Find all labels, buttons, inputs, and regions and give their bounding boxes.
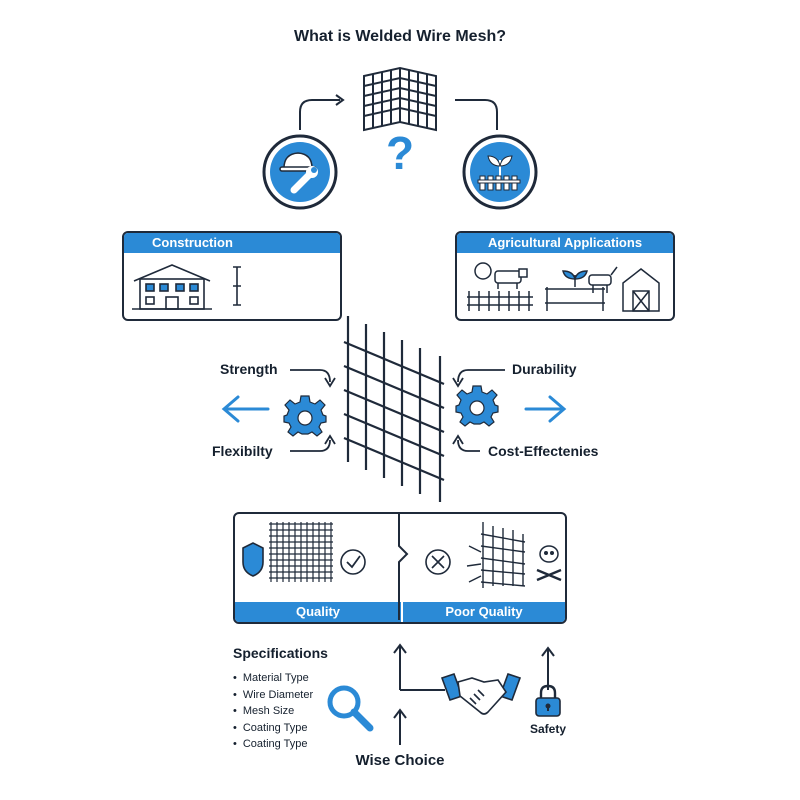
spec-item: Wire Diameter bbox=[233, 687, 313, 704]
spec-item: Coating Type bbox=[233, 736, 313, 753]
gear-icon-left bbox=[283, 395, 327, 437]
top-wire-mesh-icon bbox=[363, 66, 437, 132]
specifications-list: Material Type Wire Diameter Mesh Size Co… bbox=[233, 670, 313, 753]
spec-item: Material Type bbox=[233, 670, 313, 687]
specifications-title: Specifications bbox=[233, 645, 328, 661]
page-title: What is Welded Wire Mesh? bbox=[293, 28, 507, 45]
agriculture-plant-fence-icon bbox=[462, 134, 538, 210]
comparison-illustration bbox=[242, 512, 562, 620]
construction-tools-icon bbox=[262, 134, 338, 210]
wise-choice-label: Wise Choice bbox=[355, 752, 445, 769]
flexibility-label: Flexibilty bbox=[212, 443, 273, 459]
gear-icon-right bbox=[455, 385, 499, 427]
safety-label: Safety bbox=[529, 722, 567, 736]
spec-item: Coating Type bbox=[233, 720, 313, 737]
durability-label: Durability bbox=[512, 361, 577, 377]
agricultural-panel: Agricultural Applications bbox=[455, 231, 675, 321]
agricultural-label: Agricultural Applications bbox=[457, 233, 673, 253]
farm-fence-animals-icon bbox=[467, 262, 660, 312]
cost-effectiveness-label: Cost-Effectenies bbox=[488, 443, 599, 459]
magnifier-icon bbox=[327, 685, 374, 732]
lock-icon bbox=[535, 684, 561, 717]
question-mark-icon: ? bbox=[385, 127, 415, 179]
handshake-icon bbox=[440, 672, 522, 715]
spec-item: Mesh Size bbox=[233, 703, 313, 720]
poor-quality-label: Poor Quality bbox=[403, 602, 565, 622]
construction-label: Construction bbox=[124, 233, 340, 253]
building-icon bbox=[132, 264, 212, 310]
quality-label: Quality bbox=[235, 602, 401, 622]
center-wire-mesh-icon bbox=[343, 316, 445, 502]
measurement-icon bbox=[233, 266, 241, 306]
strength-label: Strength bbox=[220, 361, 278, 377]
construction-panel: Construction bbox=[122, 231, 342, 321]
